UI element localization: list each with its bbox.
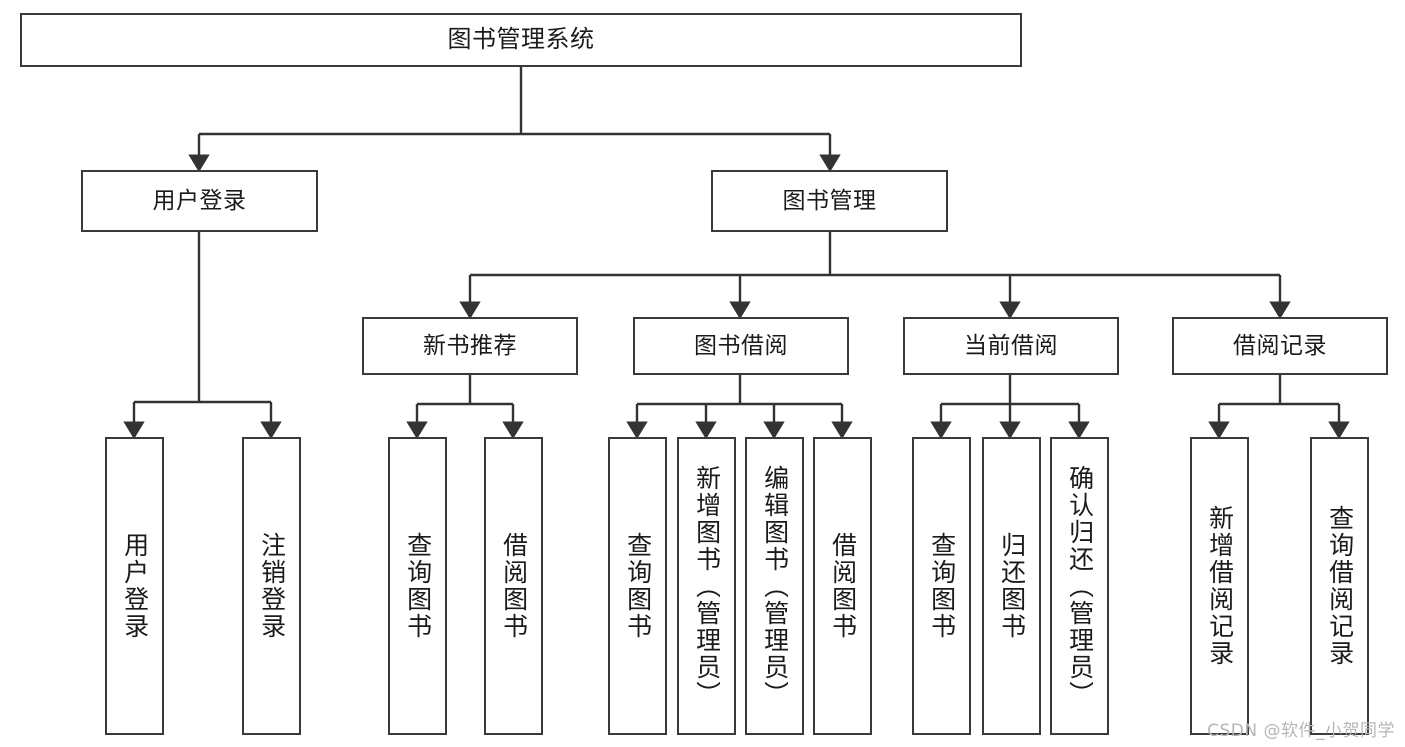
leaf-new-book-borrow[interactable]: 借阅图书 xyxy=(484,437,543,735)
node-label: 用户登录 xyxy=(121,532,148,640)
node-user-login[interactable]: 用户登录 xyxy=(81,170,318,232)
node-new-book-recommend[interactable]: 新书推荐 xyxy=(362,317,578,375)
leaf-current-borrow-confirm-return[interactable]: 确认归还（管理员） xyxy=(1050,437,1109,735)
leaf-book-borrow-lend[interactable]: 借阅图书 xyxy=(813,437,872,735)
node-label: 查询图书 xyxy=(928,532,955,640)
node-label: 查询借阅记录 xyxy=(1326,505,1353,667)
node-label: 新书推荐 xyxy=(423,332,517,359)
node-label: 确认归还（管理员） xyxy=(1066,464,1093,708)
leaf-book-borrow-add[interactable]: 新增图书（管理员） xyxy=(677,437,736,735)
node-label: 图书管理系统 xyxy=(447,25,595,54)
node-label: 查询图书 xyxy=(624,532,651,640)
node-label: 借阅图书 xyxy=(829,532,856,640)
node-label: 新增图书（管理员） xyxy=(693,464,720,708)
leaf-book-borrow-edit[interactable]: 编辑图书（管理员） xyxy=(745,437,804,735)
node-label: 图书借阅 xyxy=(694,332,788,359)
node-label: 注销登录 xyxy=(258,532,285,640)
leaf-current-borrow-return[interactable]: 归还图书 xyxy=(982,437,1041,735)
node-label: 新增借阅记录 xyxy=(1206,505,1233,667)
node-label: 归还图书 xyxy=(998,532,1025,640)
leaf-book-borrow-query[interactable]: 查询图书 xyxy=(608,437,667,735)
node-label: 借阅记录 xyxy=(1233,332,1327,359)
leaf-borrow-record-add[interactable]: 新增借阅记录 xyxy=(1190,437,1249,735)
leaf-user-login-signout[interactable]: 注销登录 xyxy=(242,437,301,735)
node-borrow-record[interactable]: 借阅记录 xyxy=(1172,317,1388,375)
leaf-user-login-signin[interactable]: 用户登录 xyxy=(105,437,164,735)
node-label: 编辑图书（管理员） xyxy=(761,464,788,708)
node-label: 图书管理 xyxy=(782,187,877,214)
node-label: 用户登录 xyxy=(152,187,247,214)
node-label: 查询图书 xyxy=(404,532,431,640)
node-label: 借阅图书 xyxy=(500,532,527,640)
node-book-management[interactable]: 图书管理 xyxy=(711,170,948,232)
node-book-borrow[interactable]: 图书借阅 xyxy=(633,317,849,375)
node-root-library-system[interactable]: 图书管理系统 xyxy=(20,13,1022,67)
leaf-new-book-query[interactable]: 查询图书 xyxy=(388,437,447,735)
csdn-watermark: CSDN @软件_小贺同学 xyxy=(1207,721,1395,741)
node-current-borrow[interactable]: 当前借阅 xyxy=(903,317,1119,375)
node-label: 当前借阅 xyxy=(964,332,1058,359)
leaf-borrow-record-query[interactable]: 查询借阅记录 xyxy=(1310,437,1369,735)
leaf-current-borrow-query[interactable]: 查询图书 xyxy=(912,437,971,735)
